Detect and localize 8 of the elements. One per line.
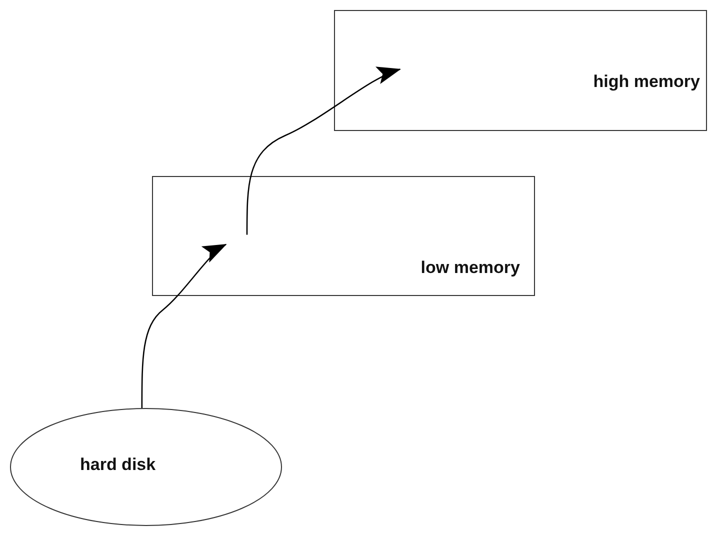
memory-box: [334, 10, 707, 131]
node-label: hard disk: [80, 455, 156, 475]
node-label: low memory: [420, 258, 520, 278]
curved-arrow: [246, 68, 401, 235]
node-label: high memory: [593, 72, 700, 92]
curved-arrow: [141, 244, 227, 408]
storage-ellipse: [10, 408, 282, 526]
memory-box: [152, 176, 535, 296]
